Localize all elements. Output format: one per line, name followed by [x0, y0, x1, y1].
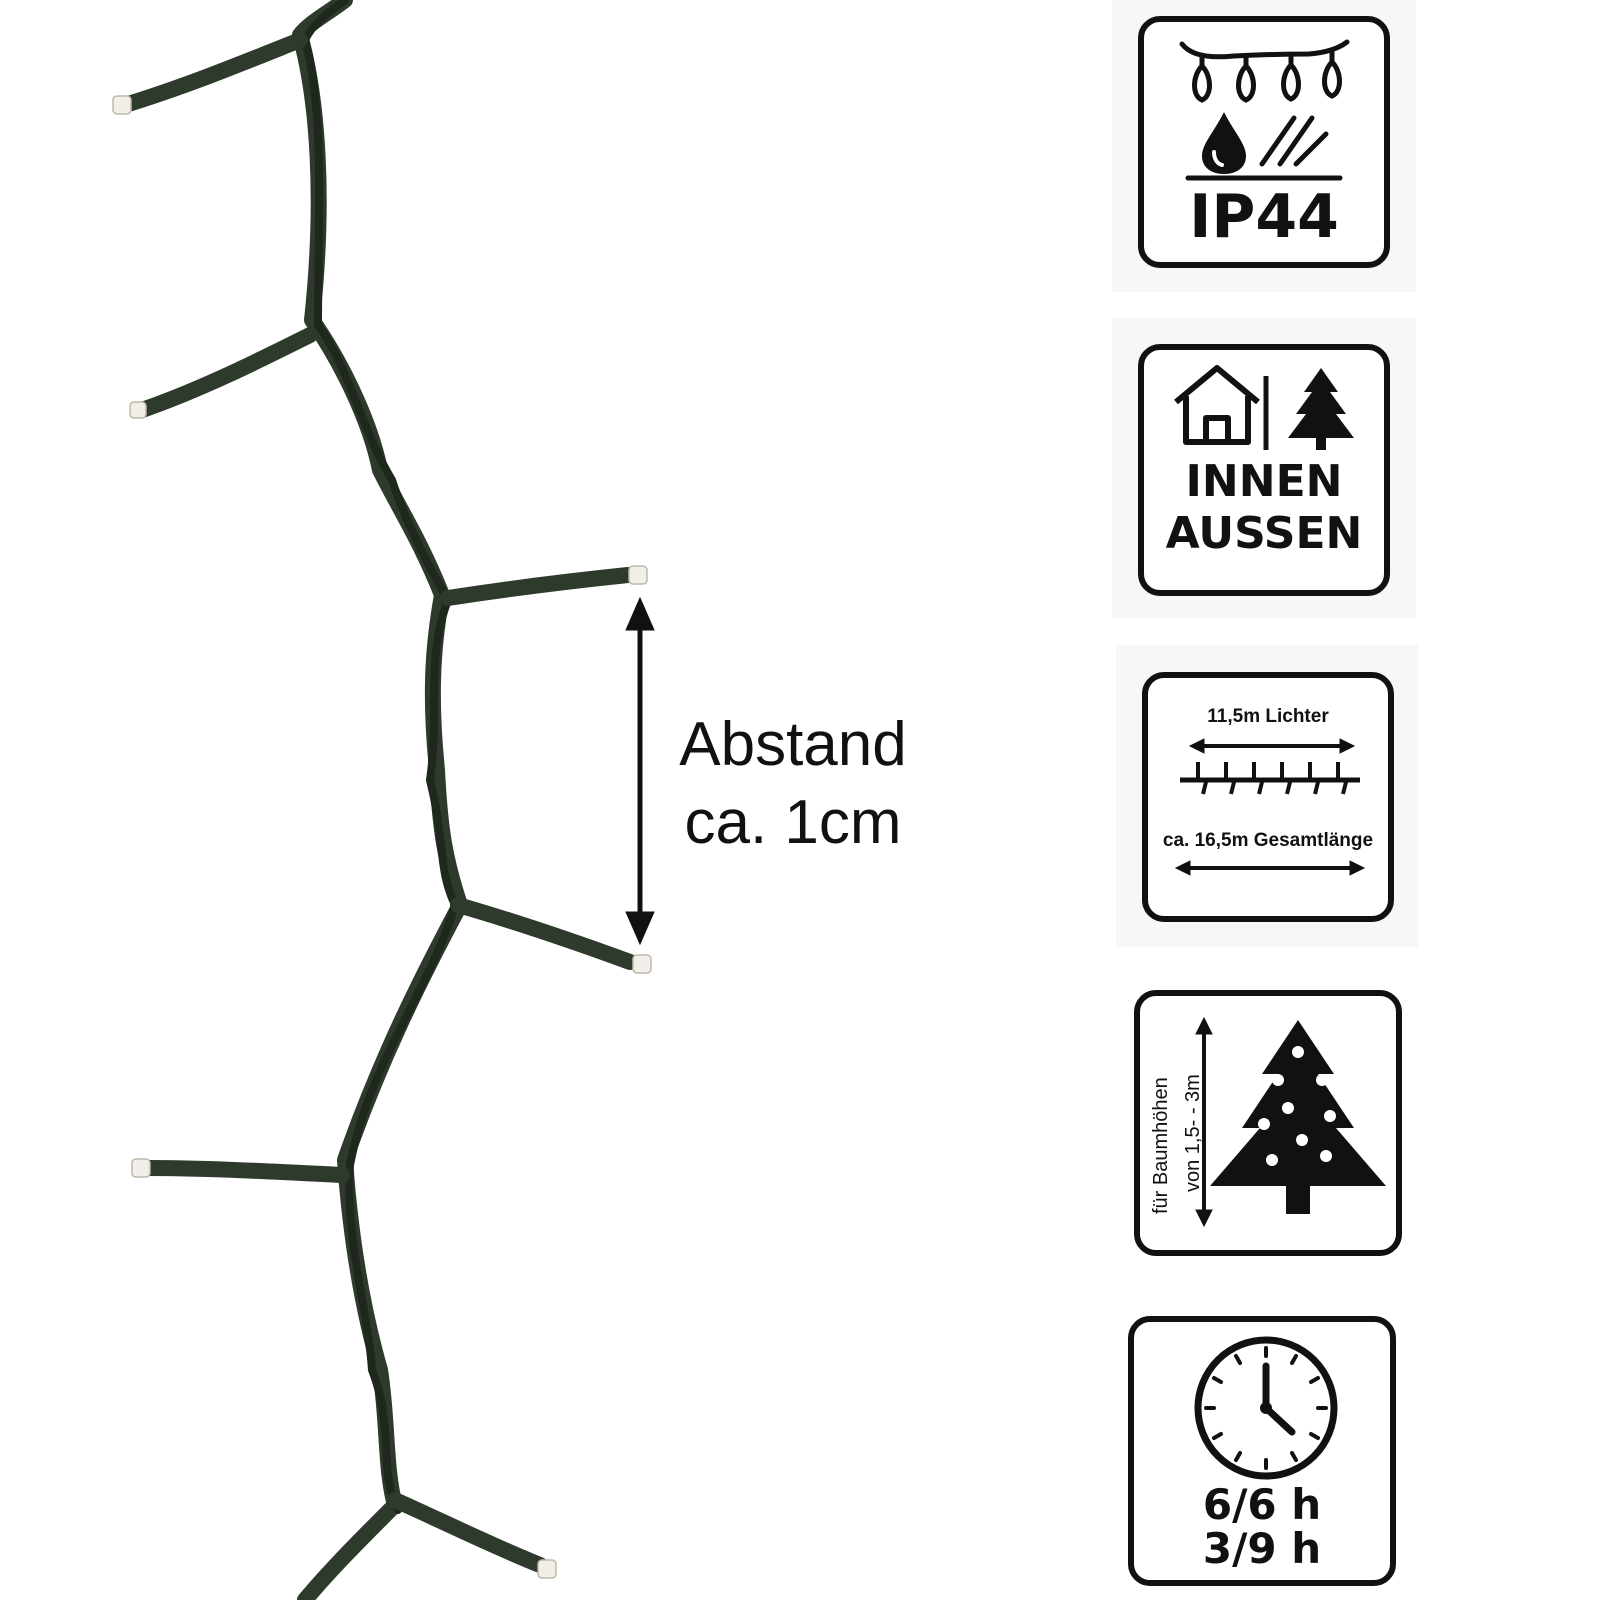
- clock-icon: [1194, 1336, 1338, 1480]
- spacing-arrow: [625, 596, 655, 946]
- timer-label-line1: 6/6 h: [1202, 1480, 1322, 1529]
- timer-label-line2: 3/9 h: [1202, 1524, 1322, 1573]
- ip-rating-label: IP44: [1189, 182, 1339, 252]
- tree-height-label-line2: von 1,5- - 3m: [1182, 1074, 1204, 1192]
- total-length-label: ca. 16,5m Gesamtlänge: [1162, 830, 1374, 851]
- spacing-label-line2: ca. 1cm: [684, 788, 902, 857]
- tree-height-label-line1: für Baumhöhen: [1150, 1077, 1172, 1214]
- string-length-icon: [1174, 738, 1366, 876]
- ip-rating-badge: IP44: [1138, 16, 1390, 268]
- christmas-tree-icon: [1195, 1016, 1386, 1228]
- indoor-outdoor-badge: INNEN AUSSEN: [1138, 344, 1390, 596]
- lights-length-label: 11,5m Lichter: [1207, 706, 1329, 727]
- string-lights-rain-icon: [1179, 39, 1350, 181]
- timer-badge: 6/6 h 3/9 h: [1128, 1316, 1396, 1586]
- led-string-photo: [112, 0, 655, 1600]
- indoor-label: INNEN: [1185, 456, 1343, 507]
- spacing-label-line1: Abstand: [679, 710, 907, 779]
- tree-height-badge: für Baumhöhen von 1,5- - 3m: [1134, 990, 1402, 1256]
- spacing-label: Abstand ca. 1cm: [668, 706, 918, 862]
- house-tree-icon: [1174, 365, 1354, 450]
- outdoor-label: AUSSEN: [1165, 508, 1363, 559]
- string-length-badge: 11,5m Lichter ca. 16,5m Gesamtlänge: [1142, 672, 1394, 922]
